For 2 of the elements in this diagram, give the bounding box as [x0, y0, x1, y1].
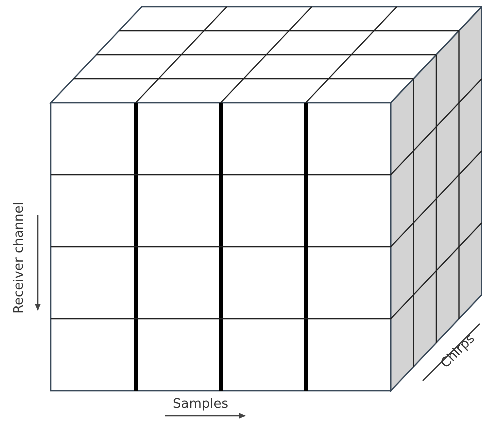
axis-label: Samples	[173, 397, 229, 413]
axis-label: Receiver channel	[12, 202, 28, 314]
